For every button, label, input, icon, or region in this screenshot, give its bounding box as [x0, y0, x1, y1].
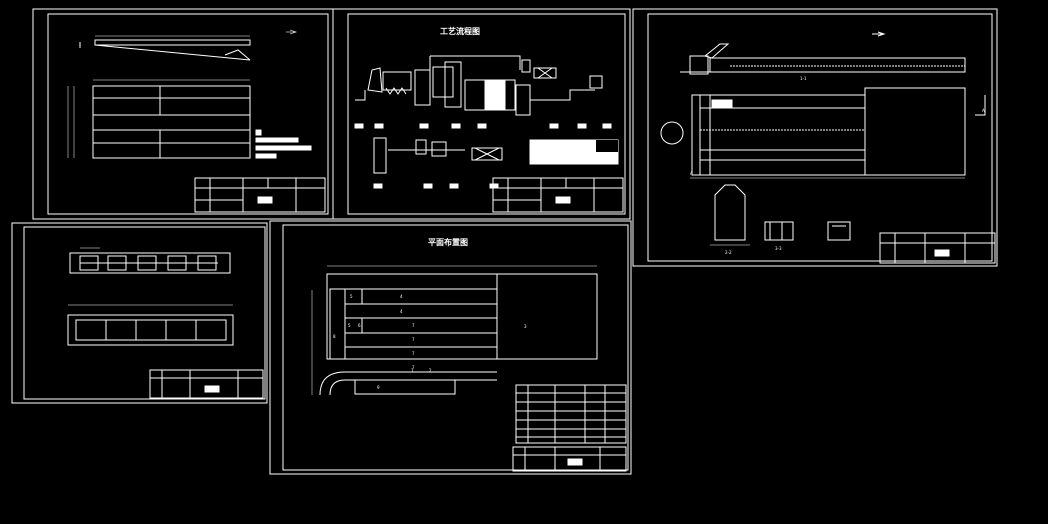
- block-number: 7: [412, 365, 415, 370]
- block-number: 6: [358, 323, 361, 328]
- sheet-filter-elevation: [11, 222, 268, 404]
- section-mark: 3-3: [775, 246, 782, 251]
- plan-layout-block-numbers: 5 4 4 5 6 7 7 7 7 3 8 9 1 2: [333, 294, 527, 390]
- sheet-tank-detail: [632, 8, 998, 267]
- block-number: 3: [524, 324, 527, 329]
- block-number: 5: [348, 323, 351, 328]
- block-number: 1: [411, 368, 414, 373]
- block-number: 9: [377, 385, 380, 390]
- section-mark: A: [690, 171, 693, 176]
- block-number: 7: [412, 351, 415, 356]
- sheet-process-flow: [332, 8, 631, 220]
- block-number: 4: [400, 294, 403, 299]
- block-number: 8: [333, 334, 336, 339]
- process-flow-title: 工艺流程图: [440, 26, 480, 36]
- plan-layout-title: 平面布置图: [428, 237, 468, 247]
- section-mark: 1-1: [800, 76, 807, 81]
- sheet-elevation-plan: [32, 8, 334, 220]
- block-number: 2: [429, 368, 432, 373]
- block-number: 4: [400, 309, 403, 314]
- block-number: 7: [412, 323, 415, 328]
- block-number: 5: [350, 294, 353, 299]
- tank-section-marks: 1-1 2-2 3-3 A A: [690, 76, 985, 255]
- section-mark: A: [982, 108, 985, 113]
- section-mark: 2-2: [725, 250, 732, 255]
- block-number: 7: [412, 337, 415, 342]
- sheet-plan-layout: [269, 220, 632, 475]
